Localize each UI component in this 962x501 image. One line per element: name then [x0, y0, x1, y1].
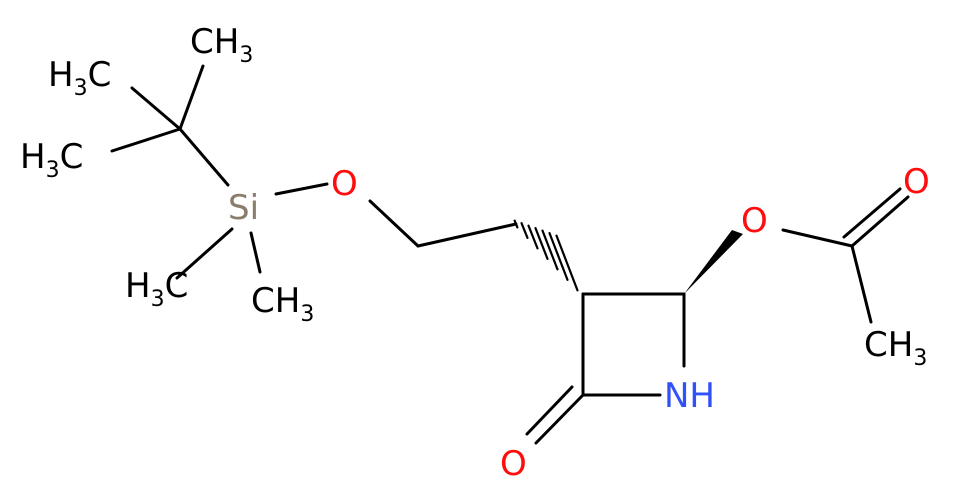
atom-label-layer: CH3 H3C H3C Si O H3C CH3 O O CH3 NH O	[20, 22, 930, 484]
bond-si-o	[274, 182, 329, 196]
atom-ch3-acetyl: CH3	[864, 325, 927, 371]
bond-quatc-h3c-upper	[130, 86, 182, 131]
bond-acyl-ch3	[850, 244, 873, 324]
bond-acyl-o-double-a	[850, 195, 910, 248]
bond-c2-o-double-b	[525, 385, 574, 436]
bond-o-acyl	[781, 228, 854, 248]
atom-o-ether: O	[331, 164, 358, 204]
bond-ch2-ch2	[416, 222, 518, 248]
atom-o-carbonyl-acetyl: O	[903, 162, 930, 202]
bond-o-ch2	[368, 199, 420, 248]
bond-si-ch3	[249, 231, 262, 274]
bond-quatc-ch3top	[178, 64, 205, 131]
hashed-wedge-bond	[513, 219, 579, 292]
bond-si-h3c	[175, 227, 234, 280]
atom-si: Si	[228, 188, 259, 228]
atom-h3c-mid-left: H3C	[20, 137, 83, 183]
atom-h3c-lower: H3C	[125, 266, 188, 312]
bond-quatc-h3c-mid	[110, 127, 182, 153]
atom-ch3-lower: CH3	[251, 281, 314, 327]
bond-acyl-o-double-b	[842, 187, 902, 239]
atom-nh: NH	[664, 376, 715, 416]
bond-quatc-si	[178, 127, 230, 187]
atom-o-ester: O	[741, 201, 768, 241]
atom-o-lactam: O	[500, 444, 527, 484]
solid-wedge-bond	[684, 230, 743, 294]
bond-c2-o-double-a	[534, 393, 585, 445]
atom-h3c-upper-left: H3C	[48, 55, 111, 101]
atom-ch3-top: CH3	[190, 22, 253, 68]
bond-layer	[110, 64, 910, 445]
